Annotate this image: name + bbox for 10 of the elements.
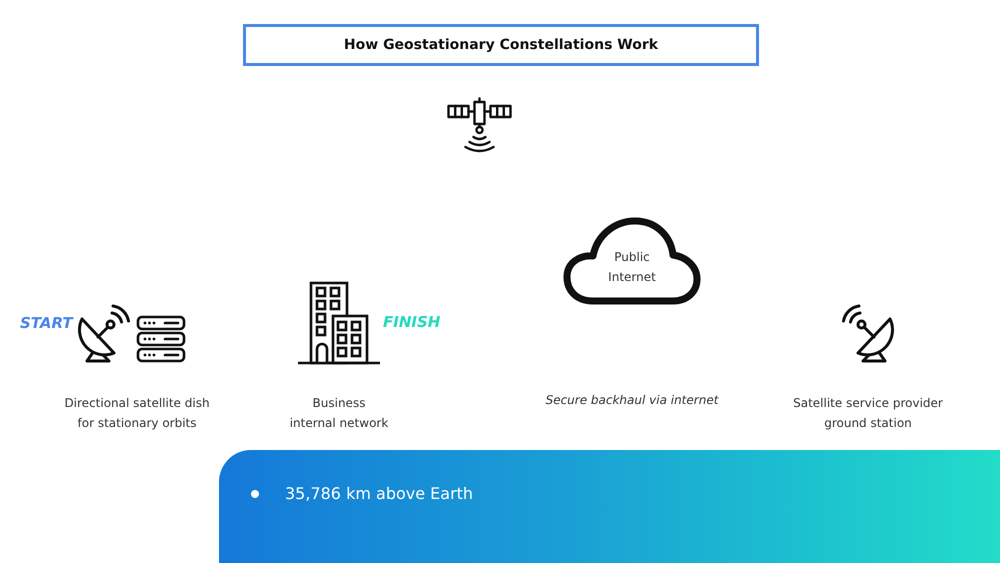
start-label: START bbox=[20, 314, 73, 332]
node-label: Public Internet bbox=[607, 249, 657, 286]
node-label: Business internal network bbox=[289, 395, 389, 432]
title-heading: How Geostationary Constellations Work bbox=[243, 24, 759, 66]
node-label: Directional satellite dish for stationary orbits bbox=[63, 395, 211, 432]
info-banner bbox=[219, 450, 1000, 563]
node-label: Satellite service provider ground station bbox=[792, 395, 944, 432]
finish-label: FINISH bbox=[383, 313, 440, 331]
caption: Secure backhaul via internet bbox=[544, 392, 720, 409]
list-item: 35,786 km above Earth bbox=[285, 484, 474, 504]
